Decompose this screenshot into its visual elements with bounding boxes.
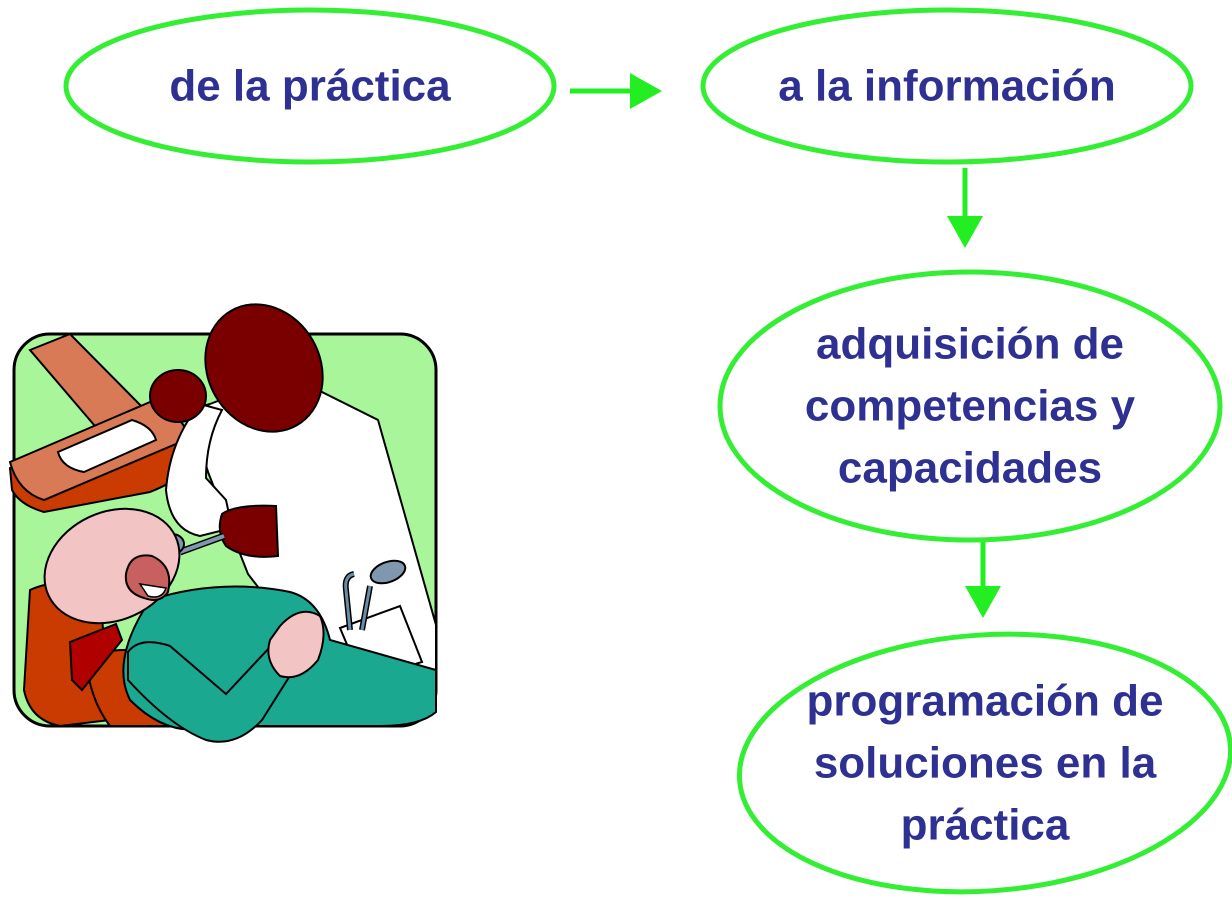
node-ellipse-informacion (700, 7, 1194, 165)
node-label-competencias-line-3: capacidades (838, 444, 1102, 493)
node-label-programacion-line-3: práctica (901, 801, 1070, 850)
node-label-competencias-line-2: competencias y (805, 382, 1136, 431)
dentist-treating-patient-icon (8, 303, 438, 743)
node-ellipse-practica-inicio (63, 7, 557, 165)
dentist-head (204, 303, 324, 433)
node-ellipse-programacion (736, 631, 1232, 895)
node-programacion: programación de soluciones en la práctica (736, 631, 1232, 895)
node-label-competencias-line-1: adquisición de (816, 320, 1124, 369)
dental-instrument-fill (179, 534, 225, 554)
lamp-light (56, 418, 158, 474)
edge-practica-inicio-to-informacion (570, 73, 662, 109)
node-label-practica-inicio-line-1: de la práctica (169, 62, 451, 111)
dentist-arm (164, 402, 234, 538)
node-label-informacion-line-1: a la información (778, 62, 1115, 111)
flow-nodes: de la práctica a la información adquisició… (63, 7, 1232, 895)
flow-edges (570, 73, 1001, 618)
node-ellipse-competencias (717, 269, 1223, 543)
arrow-head (965, 586, 1001, 618)
dental-mirror-pocket (369, 559, 407, 585)
node-label-programacion-line-2: soluciones en la (814, 739, 1157, 788)
chair-headrest-band (68, 622, 124, 692)
edge-informacion-to-competencias (947, 168, 983, 248)
edge-competencias-to-programacion (965, 542, 1001, 618)
arrow-head (630, 73, 662, 109)
node-informacion: a la información (700, 7, 1194, 165)
pocket-instrument-1-fill (344, 572, 355, 631)
node-label-programacion-line-1: programación de (807, 677, 1164, 726)
pocket-instrument-2-fill (360, 585, 372, 631)
node-competencias: adquisición de competencias y capacidades (717, 269, 1223, 543)
dentist-raised-hand (149, 369, 207, 423)
arrow-head (947, 216, 983, 248)
dentist-hand-lower (218, 504, 280, 558)
node-practica-inicio: de la práctica (63, 7, 557, 165)
patient-teeth (138, 582, 167, 598)
patient-hand (267, 610, 325, 679)
